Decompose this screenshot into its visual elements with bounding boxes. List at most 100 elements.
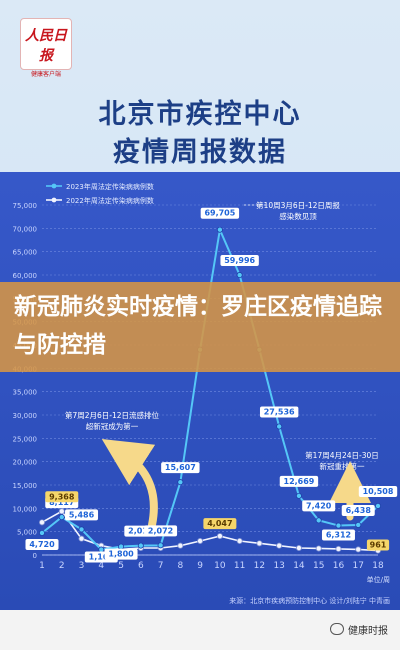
data-point [58, 514, 65, 521]
data-label-2023: 12,669 [284, 477, 315, 486]
x-tick-label: 12 [254, 561, 265, 571]
x-tick-label: 18 [372, 561, 384, 571]
data-label-2023-box [321, 529, 355, 541]
data-label-2023-box [302, 500, 336, 512]
x-tick-label: 6 [138, 561, 144, 571]
data-point [137, 542, 144, 549]
x-tick-label: 7 [158, 561, 164, 571]
y-tick-label: 70,000 [13, 225, 38, 233]
footer-brand: 健康时报 [330, 622, 388, 637]
legend-entry: 2023年周法定传染病病例数 [66, 182, 154, 191]
x-axis-unit: 单位/周 [367, 575, 390, 584]
y-tick-label: 5,000 [17, 529, 37, 537]
x-tick-label: 10 [214, 561, 226, 571]
data-label-2023: 15,607 [165, 463, 196, 472]
x-tick-label: 4 [98, 561, 104, 571]
data-label-2022: 4,047 [207, 519, 232, 528]
annotation-peak: 感染数见顶 [279, 211, 317, 221]
data-label-2023-box [341, 504, 375, 516]
x-tick-label: 13 [273, 561, 284, 571]
annotation-week17: 第17周4月24日-30日 [305, 450, 379, 460]
data-label-2023: 59,996 [224, 256, 255, 265]
data-point [39, 519, 46, 526]
data-point [177, 479, 184, 486]
footer-bar: 健康时报 [0, 610, 400, 650]
y-tick-label: 35,000 [13, 389, 38, 397]
data-point [295, 492, 302, 499]
x-tick-label: 14 [293, 561, 305, 571]
data-label-2023-box [65, 509, 99, 521]
data-point [98, 546, 105, 553]
data-label-2023-box [25, 538, 59, 550]
data-label-2023-box [259, 406, 299, 418]
y-tick-label: 25,000 [13, 435, 38, 443]
data-label-2023-box [358, 485, 398, 497]
data-label-2023: 8,117 [49, 498, 74, 507]
headline-overlay: 新冠肺炎实时疫情：罗庄区疫情追踪与防控措 [0, 282, 400, 372]
data-point [78, 535, 85, 542]
legend-marker [51, 197, 57, 203]
data-point [39, 529, 46, 536]
title-line-2: 疫情周报数据 [113, 137, 287, 168]
data-label-2022-box [366, 539, 390, 551]
source-note: 来源：北京市疾病预防控制中心 设计/刘陆宁 中青画 [229, 596, 390, 605]
x-tick-label: 11 [234, 561, 245, 571]
weibo-icon [330, 623, 344, 635]
data-label-2022: 9,368 [49, 492, 75, 501]
data-label-2023-box [104, 548, 138, 560]
data-point [236, 272, 243, 279]
data-point [177, 542, 184, 549]
data-label-2023: 2,010 [128, 527, 154, 536]
annotation-week7: 超新冠成为第一 [86, 421, 139, 431]
data-label-2023: 69,705 [204, 209, 235, 218]
y-tick-label: 0 [33, 552, 37, 560]
x-tick-label: 1 [39, 561, 45, 571]
annotation-peak: 第10周3月6日-12日周报 [256, 200, 340, 210]
y-tick-label: 65,000 [13, 249, 38, 257]
x-tick-label: 8 [177, 561, 183, 571]
data-label-2023: 10,508 [363, 487, 394, 496]
annotation-week17: 新冠重排第一 [320, 461, 365, 471]
y-tick-label: 60,000 [13, 272, 38, 280]
title-line-1: 北京市疾控中心 [98, 99, 302, 130]
series-line-2022 [41, 510, 379, 552]
data-label-2022-box [203, 518, 237, 530]
data-point [216, 533, 223, 540]
data-point [236, 538, 243, 545]
x-tick-label: 2 [59, 561, 65, 571]
data-label-2022: 961 [370, 541, 387, 550]
y-tick-label: 30,000 [13, 412, 38, 420]
data-label-2023-box [161, 462, 200, 474]
y-tick-label: 75,000 [13, 202, 38, 210]
data-label-2023-box [279, 475, 319, 487]
data-point [374, 502, 381, 509]
x-tick-label: 3 [79, 561, 85, 571]
data-label-2023: 27,536 [264, 407, 295, 416]
data-point [315, 545, 322, 552]
legend-marker [51, 183, 57, 189]
data-point [335, 522, 342, 529]
data-point [197, 538, 204, 545]
data-label-2023-box [144, 525, 178, 537]
x-tick-label: 9 [197, 561, 203, 571]
data-point [118, 543, 125, 550]
data-point [335, 545, 342, 552]
data-point [78, 526, 85, 533]
data-point [355, 546, 362, 553]
data-point [216, 226, 223, 233]
data-label-2022-box [45, 491, 79, 503]
data-label-2023: 4,720 [29, 540, 55, 549]
data-label-2023-box [220, 255, 259, 267]
data-point [295, 545, 302, 552]
data-point [315, 517, 322, 524]
x-tick-label: 17 [353, 561, 364, 571]
y-tick-label: 10,000 [13, 505, 38, 513]
data-label-2023: 5,486 [69, 510, 95, 519]
data-label-2023: 1,800 [108, 550, 134, 559]
x-tick-label: 16 [333, 561, 345, 571]
logo-brand: 人民日报 [25, 28, 67, 64]
y-tick-label: 15,000 [13, 482, 38, 490]
data-point [58, 508, 65, 515]
